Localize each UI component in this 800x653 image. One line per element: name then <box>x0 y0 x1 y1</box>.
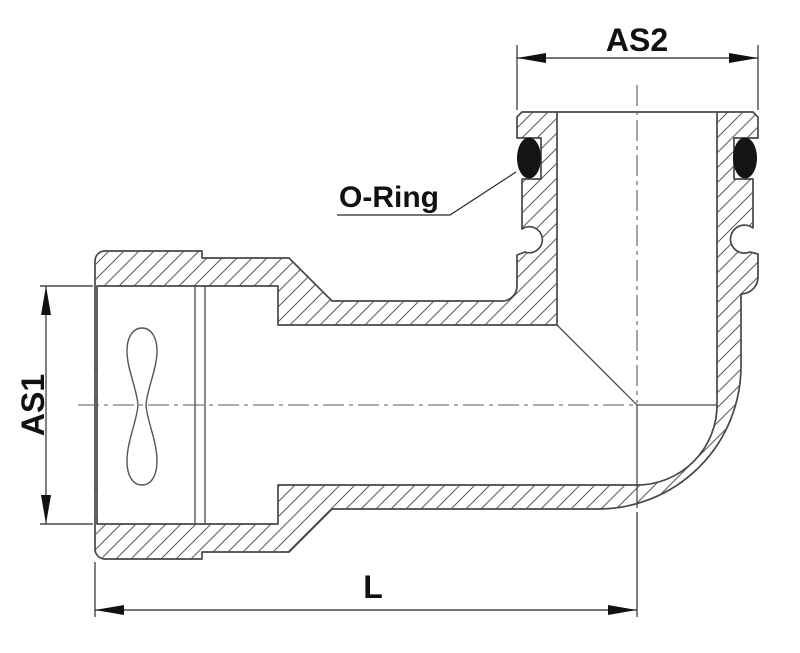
dimension-as1: AS1 <box>15 285 93 525</box>
dimension-l: L <box>94 512 638 617</box>
label-as2: AS2 <box>606 22 668 58</box>
arrowhead-as1-bottom <box>41 495 51 524</box>
oring-seal-right <box>733 137 757 179</box>
extension-lines-l <box>94 512 638 617</box>
extension-lines-as1 <box>40 285 93 525</box>
oring-leader-line <box>337 171 517 216</box>
label-l: L <box>363 569 383 605</box>
centerlines <box>78 85 638 406</box>
arrowhead-l-left <box>95 605 124 615</box>
bore-transition-edges <box>556 324 717 508</box>
dimension-as2: AS2 <box>516 22 759 110</box>
arrowhead-as1-top <box>41 286 51 315</box>
oring-label: O-Ring <box>339 181 439 214</box>
arrowhead-as2-right <box>729 53 758 63</box>
part-geometry <box>94 111 759 560</box>
socket-window <box>126 327 158 486</box>
extension-lines-as2 <box>516 45 759 110</box>
arrowhead-as2-left <box>517 53 546 63</box>
label-as1: AS1 <box>15 374 51 436</box>
oring-seal-left <box>517 137 541 179</box>
oring-seals <box>517 137 757 179</box>
arrowhead-l-right <box>608 605 637 615</box>
oring-callout: O-Ring <box>337 171 517 216</box>
